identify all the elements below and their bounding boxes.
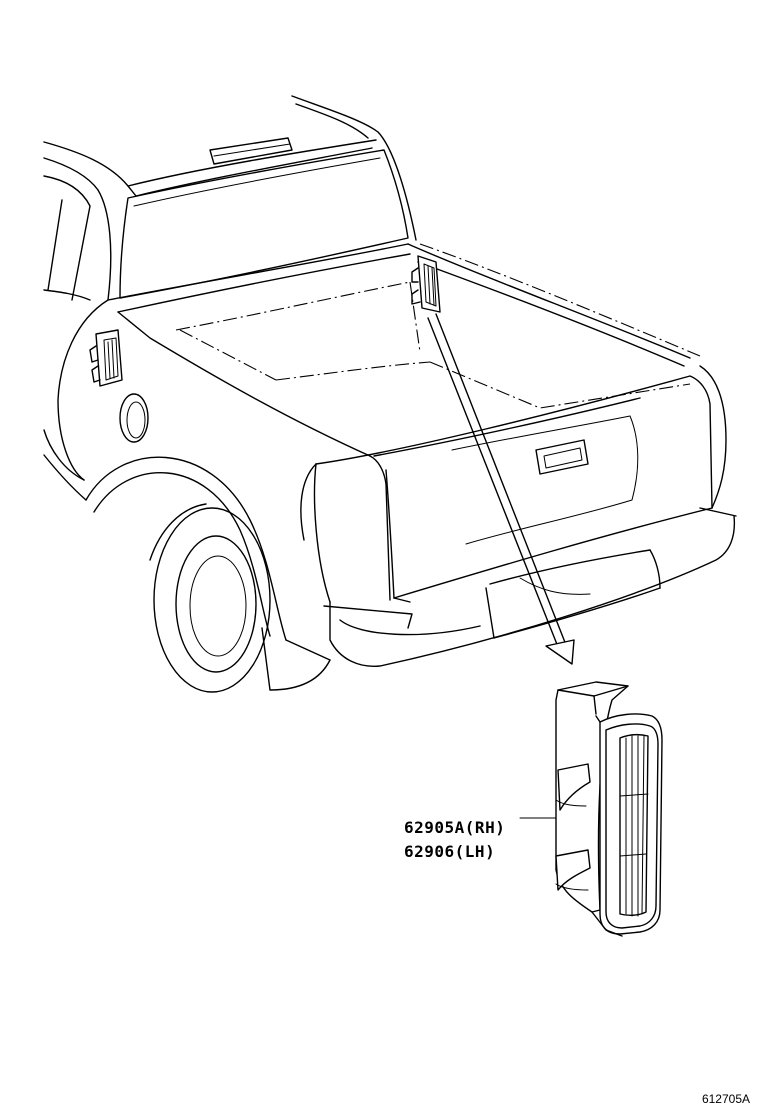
bed-rails [107,243,701,409]
bed-side-panel [43,299,391,693]
drawing-reference-code: 612705A [701,1092,750,1106]
tailgate [300,365,727,603]
pickup-truck-drawing [43,95,737,693]
part-number-lh: 62906(LH) [404,842,496,861]
left-bed-vent [89,329,123,387]
rear-bumper [323,507,737,667]
right-bed-vent [411,255,441,313]
leader-arrow [427,313,575,665]
vent-detail-drawing [519,681,663,937]
part-number-rh: 62905A(RH) [404,818,506,837]
cab-outline [43,95,417,301]
